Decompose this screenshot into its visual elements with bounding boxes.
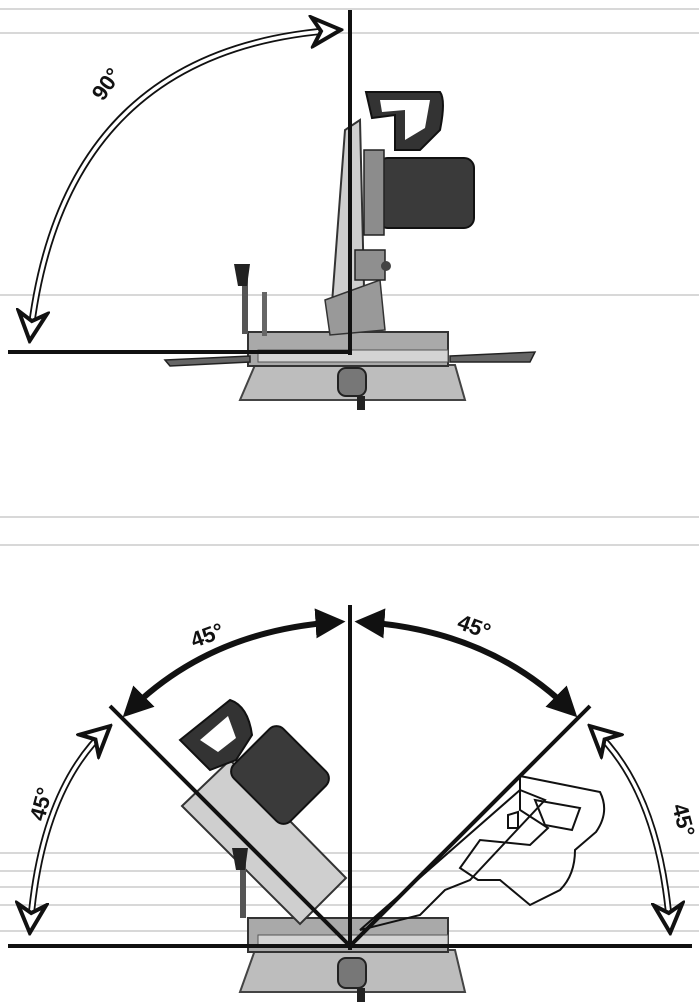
background-stripe: [0, 516, 699, 518]
angle-label-right-outer: 45°: [667, 801, 699, 840]
miter-saw-base-illustration: [238, 917, 467, 1002]
right-bevel-line: [348, 704, 592, 948]
left-bevel-line: [108, 704, 352, 948]
background-stripe: [0, 544, 699, 546]
top-panel: 90°: [8, 10, 537, 410]
bottom-panel: 45° 45° 45° 45°: [8, 605, 699, 1002]
right-outer-arc: [592, 728, 670, 930]
left-tilted-saw-illustration: [178, 698, 348, 926]
right-tilted-saw-outline: [359, 774, 606, 931]
left-outer-arc: [30, 728, 108, 930]
background-stripe: [0, 8, 699, 10]
angle-label-90: 90°: [87, 63, 127, 105]
right-bevel-arc: [354, 608, 578, 718]
angle-arc-90: [30, 30, 338, 338]
left-bevel-arc: [122, 608, 346, 718]
